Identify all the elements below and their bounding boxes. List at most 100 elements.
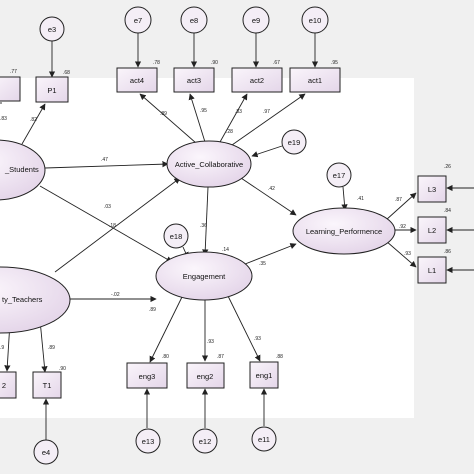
coef-students-engagement: .03 [104,204,111,210]
coef-l3-r2: .26 [444,164,451,170]
coef-l1-r2: .86 [444,249,451,255]
error-e3-label: e3 [48,25,56,34]
edge-teachers-active [54,177,181,273]
observed-p1-label: P1 [47,86,56,95]
observed-eng2 [186,362,225,389]
observed-act1-label: act1 [308,76,322,85]
observed-eng1 [249,361,279,389]
coef-act1-r2: .95 [331,60,338,66]
error-e8-label: e8 [190,16,198,25]
coef-l3-loading: .87 [395,197,402,203]
edge-students-engagement [39,185,173,263]
error-e4-label: e4 [42,448,50,457]
edge-active-engagement [202,186,209,256]
coef-active-engagement: .36 [200,223,207,229]
coef-p1-r2: .68 [63,70,70,76]
error-e12 [192,428,218,454]
coef-l2-loading: .92 [399,224,406,230]
error-e17 [326,162,352,188]
latent-students-label: _Students [4,165,39,174]
coef-active-r2: .28 [226,129,233,135]
coef-act3-loading: .95 [200,108,207,114]
error-e7 [124,6,152,34]
observed-act2-label: act2 [250,76,264,85]
observed-l1 [417,256,447,284]
observed-l2 [417,216,447,244]
edge-active-act2 [219,93,248,143]
coef-act2-loading: .83 [235,109,242,115]
observed-t2-label: 2 [2,381,6,390]
error-e19-label: e19 [288,138,301,147]
coef-eng2-r2: .87 [217,354,224,360]
observed-act2 [231,67,283,93]
observed-t1-label: T1 [43,381,52,390]
error-e10-label: e10 [309,16,322,25]
latent-students [0,139,46,201]
latent-engagement [155,251,253,301]
observed-l3 [417,175,447,203]
observed-act3-label: act3 [187,76,201,85]
observed-act4-label: act4 [130,76,144,85]
observed-l1-label: L1 [428,266,436,275]
latent-teachers [0,266,71,334]
edge-engagement-eng3 [149,296,183,363]
edge-active-act3 [188,93,206,143]
latent-active-label: Active_Collaborative [175,160,243,169]
observed-eng2-label: eng2 [197,372,214,381]
coef-eng3-loading: .89 [149,307,156,313]
coef-eng1-r2: .88 [276,354,283,360]
observed-act4 [116,67,158,93]
error-e10 [301,6,329,34]
observed-act1 [289,67,341,93]
observed-t2-partial [0,371,17,399]
coef-act4-r2: .78 [153,60,160,66]
coef-eng1-loading: .93 [254,336,261,342]
error-e3 [39,16,65,42]
observed-act3 [173,67,215,93]
latent-learning-label: Learning_Performence [306,227,382,236]
observed-t1 [32,371,62,399]
observed-l2-label: L2 [428,226,436,235]
edge-e17-learning [341,186,348,211]
coef-t1-r2: .90 [59,366,66,372]
coef-p1-loading: .82 [30,117,37,123]
edge-e19-active [251,145,283,158]
coef-left-bottom-loading: .9 [0,345,4,351]
coef-eng3-r2: .80 [162,354,169,360]
coef-students-active: .47 [101,157,108,163]
observed-eng3-label: eng3 [139,372,156,381]
error-e7-label: e7 [134,16,142,25]
latent-learning-performance [292,207,396,255]
latent-teachers-label: ty_Teachers [2,295,43,304]
coef-left-loading: .83 [0,116,7,122]
coef-act2-r2: .67 [273,60,280,66]
error-e9 [242,6,270,34]
latent-engagement-label: Engagement [183,272,226,281]
error-e18 [163,223,189,249]
coef-teachers-engagement: -.02 [111,292,120,298]
error-e11 [251,426,277,452]
observed-partial-top [0,76,21,102]
observed-eng3 [126,362,168,389]
error-e12-label: e12 [199,437,212,446]
edge-active-act4 [139,93,197,144]
error-e19 [281,129,307,155]
latent-active-collaborative [166,140,252,188]
coef-left-top-r2: .77 [10,69,17,75]
observed-l3-label: L3 [428,185,436,194]
coef-l2-r2: .84 [444,208,451,214]
coef-act1-loading: .97 [263,109,270,115]
coef-eng2-loading: .93 [207,339,214,345]
edge-engagement-eng1 [227,295,261,362]
coef-engagement-r2: .14 [222,247,229,253]
coef-t1-loading: .89 [48,345,55,351]
coef-teachers-active: .18 [109,223,116,229]
error-e4 [33,439,59,465]
error-e8 [180,6,208,34]
coef-active-learning: .42 [268,186,275,192]
edge-learning-l3 [385,192,417,221]
edge-students-p1 [21,103,46,145]
error-e13 [135,428,161,454]
edge-learning-l1 [385,240,417,268]
